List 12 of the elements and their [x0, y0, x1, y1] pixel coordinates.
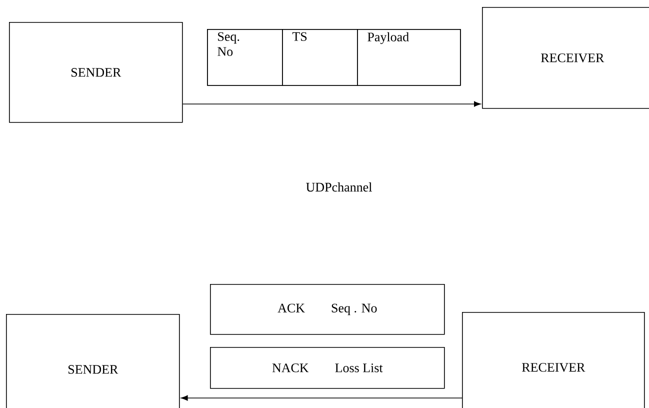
message-box: ACK Seq . No — [210, 284, 445, 335]
entity-box: RECEIVER — [462, 312, 645, 408]
message-box: NACK Loss List — [210, 347, 445, 389]
table-cell: Payload — [357, 29, 461, 86]
arrow — [181, 395, 462, 401]
entity-box: SENDER — [6, 314, 180, 408]
arrow — [182, 101, 481, 107]
entity-box: RECEIVER — [482, 7, 649, 109]
table-cell: Seq. No — [207, 29, 283, 86]
table-cell: TS — [282, 29, 358, 86]
channel-label: UDPchannel — [306, 182, 372, 192]
entity-box: SENDER — [9, 22, 183, 123]
